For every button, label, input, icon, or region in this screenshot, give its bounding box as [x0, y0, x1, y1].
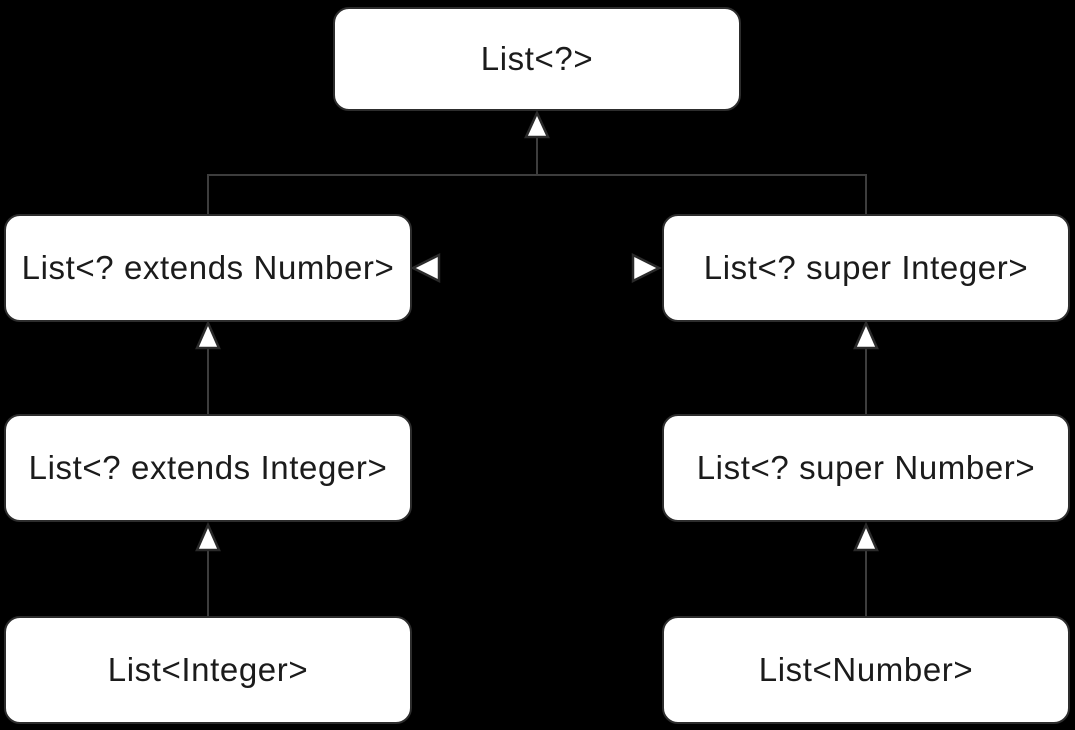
generalization-arrowhead-up-icon: [853, 319, 879, 350]
generalization-arrowhead-up-icon: [853, 521, 879, 552]
node-label: List<? super Integer>: [703, 249, 1029, 286]
node-list-extends-integer: List<? extends Integer>: [4, 414, 412, 522]
generalization-arrowhead-up-icon: [524, 109, 550, 139]
node-label: List<Number>: [758, 651, 974, 688]
generalization-arrowhead-up-icon: [195, 521, 221, 552]
node-list-number: List<Number>: [662, 616, 1070, 724]
node-list-wildcard: List<?>: [333, 7, 741, 111]
edge-merged-connector: [207, 174, 867, 214]
node-label: List<Integer>: [107, 651, 309, 688]
generalization-arrowhead-right-icon: [631, 252, 662, 284]
node-list-super-integer: List<? super Integer>: [662, 214, 1070, 322]
node-label: List<?>: [480, 40, 594, 77]
node-label: List<? extends Integer>: [28, 449, 388, 486]
node-label: List<? extends Number>: [21, 249, 395, 286]
generalization-arrowhead-up-icon: [195, 319, 221, 350]
node-list-super-number: List<? super Number>: [662, 414, 1070, 522]
node-list-extends-number: List<? extends Number>: [4, 214, 412, 322]
generalization-arrowhead-left-icon: [410, 252, 441, 284]
node-label: List<? super Number>: [696, 449, 1036, 486]
node-list-integer: List<Integer>: [4, 616, 412, 724]
